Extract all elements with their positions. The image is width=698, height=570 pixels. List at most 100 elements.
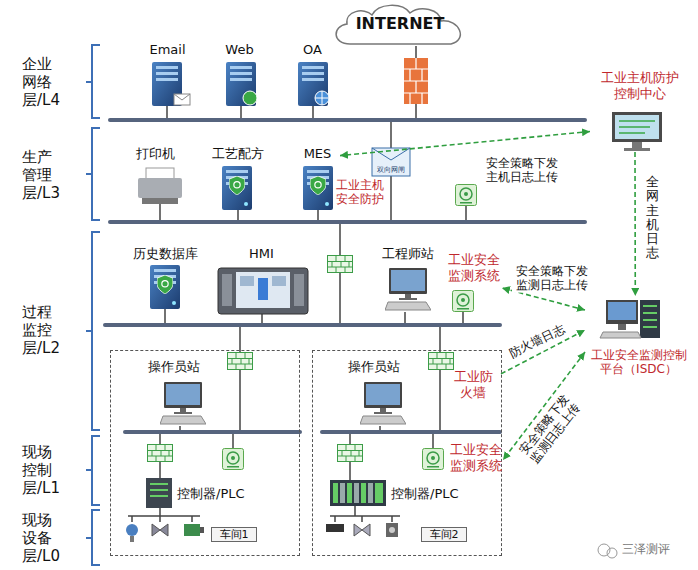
isdc-console	[606, 300, 638, 324]
node-label: INTERNET	[330, 14, 470, 33]
layer-bracket	[86, 436, 100, 505]
node-label: 工业主机防护控制中心	[600, 70, 680, 101]
network-wire	[128, 46, 466, 522]
firewall-node: 工业防火墙	[429, 351, 501, 403]
node-label: 双向网闸	[372, 166, 410, 174]
hmi-panel	[272, 276, 286, 286]
node-label: 工程师站	[370, 246, 445, 262]
node-label: 工艺配方	[205, 146, 271, 162]
note-label: 工业主机安全防护	[336, 178, 386, 207]
monitor-probe	[223, 449, 244, 470]
server-node: 工艺配方	[205, 146, 271, 210]
hmi-panel	[218, 268, 308, 314]
cloud-node: INTERNET	[330, 2, 470, 46]
plc-icon	[368, 483, 373, 503]
plc-icon	[330, 480, 386, 506]
layer-label: 现场控制层/L1	[22, 443, 66, 497]
wechat-icon	[598, 544, 617, 558]
dashed-arrow	[340, 132, 590, 156]
edge-label: 安全策略下发 主机日志上传	[482, 156, 562, 185]
node-label: 工业安全监测系统	[449, 442, 503, 473]
hmi-panel	[236, 272, 290, 308]
node-label: 控制器/PLC	[391, 486, 465, 502]
plc-icon	[361, 483, 366, 503]
host-shield	[157, 275, 173, 294]
platform-node: 工业安全监测控制平台（ISDC）	[585, 296, 692, 380]
edge-label: 防火墙日志	[505, 321, 569, 362]
network-wire	[160, 432, 433, 480]
internet-firewall	[404, 58, 428, 104]
layer-bracket	[86, 232, 100, 430]
plc-icon	[347, 483, 352, 503]
layer-label: 过程监控层/L2	[22, 303, 66, 357]
server-badge	[315, 91, 329, 105]
gateway-icon	[372, 148, 410, 176]
server-icon	[303, 166, 333, 210]
network-bus	[322, 430, 500, 434]
isdc-console	[600, 300, 660, 338]
network-wire	[160, 120, 466, 222]
field-device	[152, 524, 168, 536]
edge-label: 安全策略下发 监测日志上传	[512, 264, 592, 293]
watermark: 三泽测评	[622, 542, 692, 556]
control-center-monitor	[624, 148, 650, 151]
field-device	[184, 524, 200, 536]
node-label: 工业安全监测系统	[445, 252, 502, 283]
server-icon	[150, 265, 180, 309]
control-center-monitor	[632, 142, 642, 148]
edge-label: 全网主机日志	[646, 175, 659, 261]
layer-bracket	[86, 45, 100, 565]
industrial-firewall	[148, 256, 454, 462]
region-label: 车间1	[211, 527, 257, 542]
workstation-node: 操作员站	[131, 359, 216, 429]
node-label: HMI	[213, 246, 310, 262]
layer-label: 生产管理层/L3	[22, 148, 66, 202]
industrial-firewall	[429, 353, 454, 370]
control-center-monitor	[619, 121, 655, 133]
monitor-probe	[456, 185, 477, 206]
plc-icon	[146, 478, 386, 508]
network-bus	[110, 118, 585, 122]
control-center-node: 工业主机防护控制中心	[590, 70, 690, 152]
network-bus	[110, 220, 585, 224]
field-device	[354, 524, 370, 536]
plc-icon	[354, 483, 359, 503]
isdc-console	[643, 306, 657, 327]
node-label: 控制器/PLC	[177, 486, 251, 502]
field-device	[130, 536, 134, 542]
isdc-console	[640, 300, 660, 338]
server-icon	[222, 166, 252, 210]
isdc-console	[600, 332, 641, 338]
network-wire	[128, 508, 200, 522]
dashed-arrow	[634, 152, 636, 296]
field-device	[126, 524, 138, 536]
gateway-icon	[372, 148, 410, 176]
industrial-firewall	[148, 445, 173, 462]
monitor-probe	[223, 185, 477, 470]
isdc-console	[608, 302, 636, 320]
workstation-icon	[360, 382, 406, 424]
edge-label: 安全策略下发 监测日志上传	[514, 389, 586, 470]
server-icon	[298, 62, 328, 106]
server-node: 历史数据库	[120, 246, 210, 318]
workstation-node: 操作员站	[331, 359, 416, 429]
server-badge	[315, 91, 329, 105]
network-wire	[167, 46, 416, 120]
control-center-monitor	[615, 115, 659, 139]
control-center-monitor	[612, 112, 662, 151]
host-shield	[229, 176, 245, 195]
control-center-monitor	[612, 112, 662, 142]
server-icon	[226, 62, 256, 106]
node-label: 工业安全监测控制平台（ISDC）	[588, 348, 689, 377]
hmi-panel	[294, 274, 304, 306]
monitor-node: 工业安全监测系统	[421, 439, 503, 481]
industrial-firewall	[228, 353, 253, 370]
network-wire	[180, 325, 440, 432]
plc-icon	[146, 478, 172, 508]
monitor-probe	[453, 291, 474, 312]
hmi-panel	[240, 276, 254, 286]
network-wire	[330, 506, 400, 522]
field-device	[386, 523, 398, 537]
